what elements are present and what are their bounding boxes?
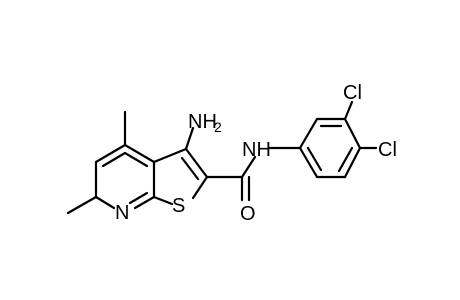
bond-ar4-ar5	[343, 146, 362, 179]
sulfur-label: S	[172, 195, 185, 217]
bond-c3-nh2	[184, 126, 195, 151]
bond-c4a-c4-inner	[123, 151, 149, 168]
bond-ar6-ar1-double	[306, 146, 323, 172]
bond-ar4-ar5-double	[337, 146, 354, 173]
bond-c7a-n7	[133, 195, 156, 210]
amino-label: NH	[188, 111, 217, 133]
bond-c4a-c3	[152, 147, 188, 164]
oxygen-label: O	[240, 203, 256, 225]
bond-c4-c4a	[123, 143, 156, 164]
bond-c5-c4-double	[101, 151, 127, 168]
bond-carbonyl-nh	[240, 155, 257, 179]
bond-ar3-ar4	[343, 117, 362, 150]
amide-nh-label: NH	[242, 139, 271, 161]
bond-c7a-n7-double	[128, 191, 149, 205]
bond-c3-c2	[184, 147, 209, 179]
bond-c6-methyl	[66, 195, 98, 215]
bond-c3-c2-double	[180, 156, 200, 181]
bond-ar3-cl	[343, 100, 354, 121]
amino-subscript: 2	[214, 119, 222, 135]
chloro-right-label: Cl	[378, 139, 397, 161]
pyridine-n-label: N	[115, 202, 129, 224]
bond-c5-c4	[94, 143, 127, 164]
bond-ar6-ar1	[298, 146, 319, 179]
chloro-top-label: Cl	[343, 82, 362, 104]
bond-c2-s1	[191, 175, 209, 200]
bond-ar1-ar2	[298, 117, 319, 150]
bond-s1-c7a	[152, 195, 174, 206]
bond-n7-c6	[94, 195, 116, 210]
